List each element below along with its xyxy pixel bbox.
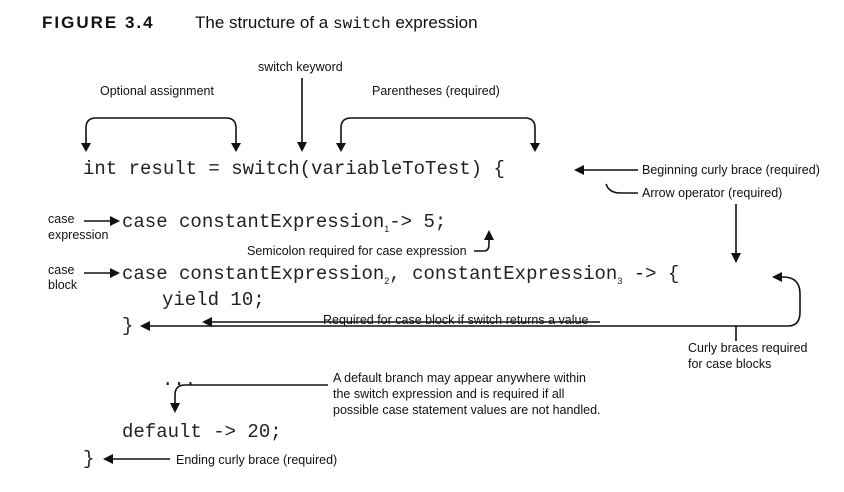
- figure-number: FIGURE 3.4: [42, 13, 155, 32]
- code-case-expression-part2: -> 5;: [389, 211, 447, 233]
- label-switch-keyword: switch keyword: [258, 60, 343, 74]
- optional-assignment-right-arrowhead: [231, 143, 241, 152]
- figure-caption: The structure of a switch expression: [195, 13, 478, 33]
- default-branch-arrow-line: [174, 384, 328, 404]
- label-case-block-line1: case: [48, 263, 75, 277]
- default-branch-arrowhead: [170, 403, 180, 413]
- arrow-operator-connector: [605, 183, 638, 194]
- optional-assignment-bracket: [85, 117, 237, 145]
- label-curly-braces-line1: Curly braces required: [688, 341, 808, 355]
- curly-braces-bottom-arrowhead: [140, 321, 150, 331]
- parentheses-left-arrowhead: [336, 143, 346, 152]
- label-default-branch-line2: the switch expression and is required if…: [333, 387, 565, 401]
- code-case-expression-part1: case constantExpression: [122, 211, 385, 233]
- caption-code: switch: [332, 15, 391, 33]
- case-block-arrowhead: [110, 268, 120, 278]
- code-switch-close-brace: }: [83, 448, 95, 470]
- code-case-block-part1: case constantExpression: [122, 263, 385, 285]
- label-case-block-line2: block: [48, 278, 78, 292]
- semicolon-arrow-line: [474, 238, 490, 252]
- code-default-branch: default -> 20;: [122, 421, 282, 443]
- label-default-branch-line1: A default branch may appear anywhere wit…: [333, 371, 586, 385]
- switch-keyword-arrowhead: [297, 142, 307, 152]
- curly-braces-loop: [735, 276, 801, 341]
- label-beginning-brace: Beginning curly brace (required): [642, 163, 820, 177]
- label-default-branch-line3: possible case statement values are not h…: [333, 403, 601, 417]
- label-curly-braces-line2: for case blocks: [688, 357, 772, 371]
- parentheses-right-arrowhead: [530, 143, 540, 152]
- subscript-1: 1: [384, 224, 390, 234]
- label-arrow-operator: Arrow operator (required): [642, 186, 783, 200]
- yield-arrowhead: [202, 317, 212, 327]
- subscript-2: 2: [384, 276, 390, 286]
- caption-text-before: The structure of a: [195, 13, 329, 32]
- subscript-3: 3: [617, 276, 623, 286]
- code-yield-statement: yield 10;: [162, 289, 265, 311]
- ending-brace-arrowhead: [103, 454, 113, 464]
- label-semicolon: Semicolon required for case expression: [247, 244, 467, 258]
- label-case-expression-line1: case: [48, 212, 75, 226]
- optional-assignment-left-arrowhead: [81, 143, 91, 152]
- code-case-block-close-brace: }: [122, 315, 134, 337]
- code-case-block-part2: , constantExpression: [389, 263, 618, 285]
- parentheses-bracket: [340, 117, 536, 145]
- label-ending-brace: Ending curly brace (required): [176, 453, 338, 467]
- label-required-case-block: Required for case block if switch return…: [323, 313, 589, 327]
- code-case-block: case constantExpression2, constantExpres…: [122, 263, 679, 292]
- label-case-expression-line2: expression: [48, 228, 109, 242]
- code-case-expression: case constantExpression1-> 5;: [122, 211, 446, 240]
- case-expression-arrowhead: [110, 216, 120, 226]
- label-parentheses: Parentheses (required): [372, 84, 500, 98]
- label-optional-assignment: Optional assignment: [100, 84, 214, 98]
- caption-text-after: expression: [395, 13, 478, 32]
- code-case-block-part3: -> {: [622, 263, 680, 285]
- beginning-brace-arrowhead: [574, 165, 584, 175]
- curly-braces-top-arrowhead: [772, 272, 782, 282]
- code-switch-declaration: int result = switch(variableToTest) {: [83, 158, 505, 180]
- arrow-operator-arrowhead: [731, 253, 741, 263]
- semicolon-arrowhead: [484, 230, 494, 240]
